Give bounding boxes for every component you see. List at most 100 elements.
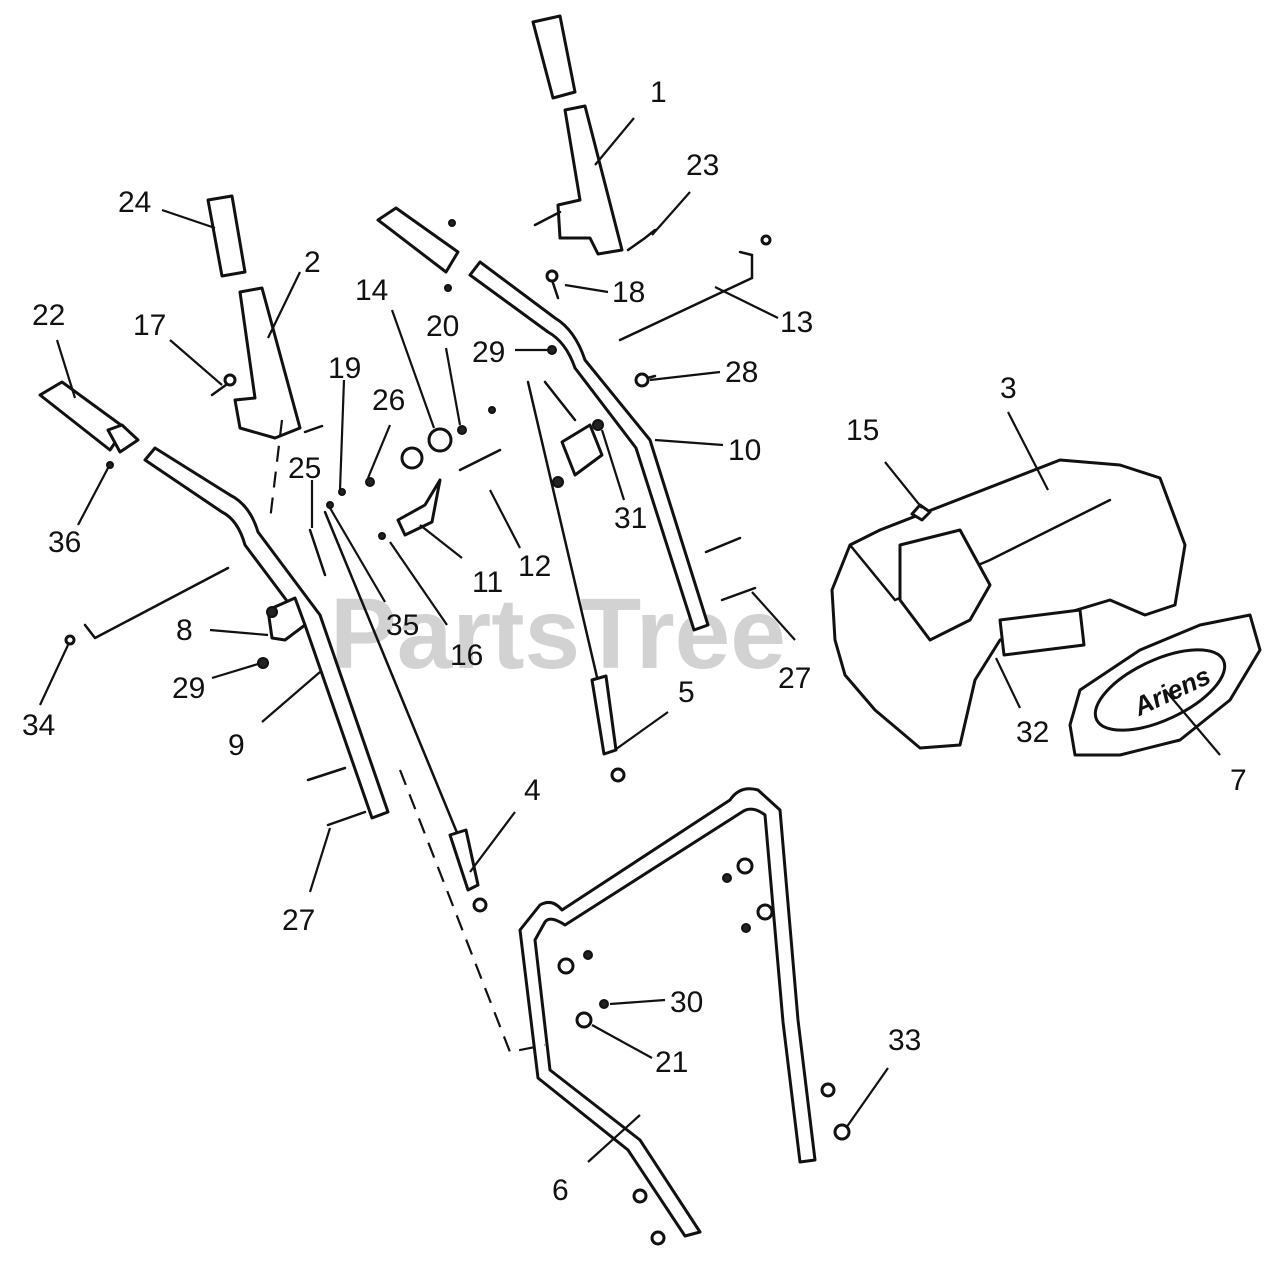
nut-bottom-a — [632, 1188, 648, 1204]
nut-33 — [833, 1123, 851, 1141]
leader-27-left — [308, 827, 332, 893]
leader-30 — [609, 998, 666, 1006]
callout-32: 32 — [1016, 716, 1049, 749]
callout-8: 8 — [176, 614, 193, 647]
screw-36 — [106, 461, 114, 469]
leader-18 — [564, 283, 609, 294]
leader-2 — [267, 271, 301, 339]
plate-32 — [998, 608, 1086, 657]
knob-lower-a — [736, 857, 754, 875]
nut-30 — [599, 999, 609, 1009]
callout-18: 18 — [612, 276, 645, 309]
callout-6: 6 — [552, 1174, 569, 1207]
clip-15 — [910, 503, 932, 522]
leader-21 — [591, 1024, 653, 1059]
nut-34 — [64, 634, 76, 646]
knob-21 — [575, 1011, 593, 1029]
bolt-28-head — [634, 372, 650, 388]
cable-5-eye — [610, 767, 626, 783]
leader-33 — [845, 1067, 889, 1129]
bracket-8 — [266, 596, 307, 642]
clip-right — [626, 228, 657, 252]
leader-35 — [329, 507, 386, 603]
callout-19: 19 — [328, 352, 361, 385]
pin-12 — [458, 448, 502, 472]
callout-1: 1 — [650, 76, 667, 109]
leader-17 — [169, 339, 223, 386]
knob-lower-c — [557, 957, 575, 975]
leader-31 — [600, 429, 626, 501]
nut-29-right — [547, 345, 557, 355]
nut-8 — [266, 606, 278, 618]
cable-4-spring — [448, 828, 480, 892]
callout-11: 11 — [472, 566, 503, 599]
frame-housing — [830, 458, 1187, 750]
guide-left-upper — [268, 419, 284, 521]
part-26 — [365, 477, 375, 487]
leader-15 — [884, 461, 923, 509]
nut-33a — [820, 1082, 836, 1098]
bolt-18 — [550, 278, 560, 300]
part-35 — [326, 501, 334, 509]
spring-upper — [543, 380, 577, 422]
callout-15: 15 — [846, 414, 879, 447]
leader-7 — [1164, 689, 1221, 756]
nut-31b — [552, 476, 564, 488]
nut-lower-a — [722, 873, 732, 883]
leader-11 — [419, 524, 463, 559]
rod-right — [618, 250, 754, 342]
spring-25 — [308, 528, 327, 577]
leader-19 — [338, 379, 346, 491]
nut-29-left — [257, 657, 269, 669]
leader-36 — [77, 467, 109, 526]
screw-top — [448, 219, 456, 227]
leader-6 — [587, 1114, 641, 1163]
callout-24: 24 — [118, 186, 151, 219]
knob-14 — [427, 427, 453, 453]
callout-28: 28 — [725, 356, 758, 389]
leader-20 — [444, 347, 462, 426]
callout-21: 21 — [655, 1046, 688, 1079]
callout-12: 12 — [518, 550, 551, 583]
cable-4 — [323, 510, 462, 842]
callout-17: 17 — [133, 309, 166, 342]
nut-lower-c — [583, 950, 593, 960]
bolt-left-a — [306, 766, 347, 782]
callout-7: 7 — [1230, 764, 1247, 797]
bolt-17-head — [223, 373, 237, 387]
callout-22: 22 — [32, 299, 65, 332]
leader-23 — [651, 191, 691, 236]
washer-20b — [488, 406, 496, 414]
leader-32 — [995, 657, 1021, 709]
callout-20: 20 — [426, 310, 459, 343]
callout-13: 13 — [780, 306, 813, 339]
cable-4-eye — [472, 897, 488, 913]
hand-grip-24 — [206, 194, 247, 278]
nut-31 — [592, 419, 604, 431]
rod-nut-right — [760, 234, 772, 246]
callout-29-right: 29 — [472, 336, 505, 369]
spring-19 — [338, 488, 346, 496]
callout-36: 36 — [48, 526, 81, 559]
cable-5 — [526, 380, 602, 692]
callout-34: 34 — [22, 709, 55, 742]
callout-10: 10 — [728, 434, 761, 467]
watermark: PartsTree — [330, 578, 786, 690]
bolt-right-a — [704, 536, 742, 554]
callout-33: 33 — [888, 1024, 921, 1057]
leader-26 — [366, 424, 392, 479]
hand-grip-right-handle — [376, 206, 460, 274]
nut-lower-b — [741, 923, 751, 933]
part-16 — [378, 532, 386, 540]
callout-31: 31 — [614, 502, 647, 535]
leader-10 — [654, 438, 724, 447]
callout-29-left: 29 — [172, 672, 205, 705]
hand-grip-upper-right — [531, 14, 577, 100]
nut-bottom-b — [650, 1230, 666, 1246]
washer-20 — [457, 425, 467, 435]
leader-29-left — [211, 662, 259, 680]
housing-mount — [898, 528, 992, 642]
guide-lower — [398, 769, 546, 1054]
leader-12 — [489, 489, 521, 549]
